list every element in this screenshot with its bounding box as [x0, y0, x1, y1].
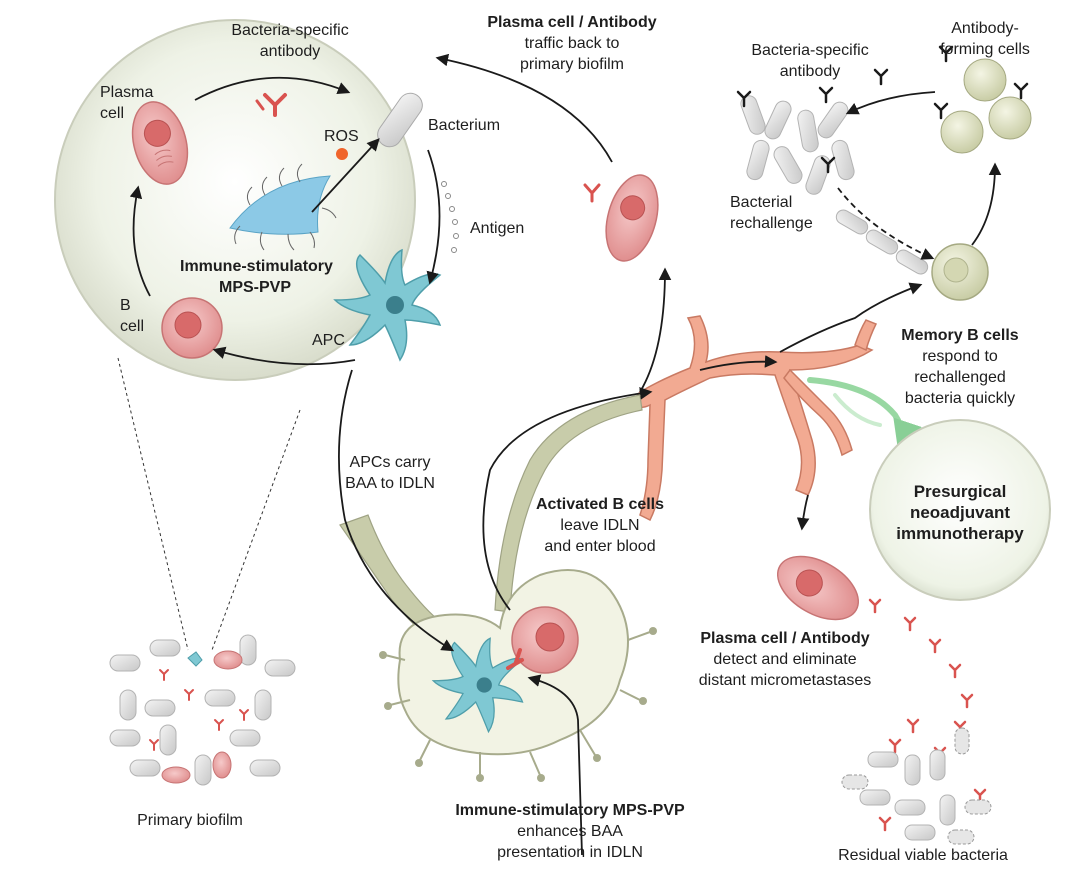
- plasma-cell-blood: [605, 174, 659, 262]
- mps-pvp-sheet: [229, 163, 337, 251]
- blood-vessel: [628, 315, 878, 522]
- plasma-cell-distant: [776, 555, 860, 621]
- apc-cell: [333, 248, 442, 362]
- dead-bacteria: [841, 727, 992, 845]
- label-antigen: Antigen: [470, 220, 525, 237]
- antibody-icon: [255, 93, 287, 117]
- label-primary-biofilm: Primary biofilm: [137, 812, 243, 829]
- ros-icon: [336, 148, 348, 160]
- label-activated-b-cells: Activated B cells leave IDLN and enter b…: [535, 496, 665, 555]
- b-cell-lymph-node: [511, 606, 579, 674]
- immune-cycle-circle: [54, 19, 416, 381]
- lymph-node: [379, 569, 657, 782]
- label-traffic-back: Plasma cell / Antibody traffic back to p…: [487, 14, 657, 73]
- antibody-forming-cells: [940, 58, 1032, 154]
- top-right-arrows: [845, 91, 1002, 246]
- memory-b-cell: [931, 243, 989, 301]
- synapse-icon: [506, 648, 524, 670]
- label-immune-stimulatory-center: Immune-stimulatory MPS-PVP: [180, 258, 333, 296]
- label-plasma-detect: Plasma cell / Antibody detect and elimin…: [698, 630, 872, 689]
- label-apcs-carry: APCs carry BAA to IDLN: [345, 454, 435, 492]
- b-cell-circle: [161, 297, 223, 359]
- primary-biofilm: [109, 634, 296, 786]
- antibody-cluster-top: [736, 45, 1029, 174]
- bacteria-cluster-top: [740, 95, 929, 275]
- label-b-cell: B cell: [120, 297, 145, 335]
- antigen-dots: [441, 181, 459, 253]
- label-bacterial-rechallenge: Bacterial rechallenge: [730, 194, 813, 232]
- label-bacteria-specific-antibody-right: Bacteria-specific antibody: [751, 42, 869, 80]
- cycle-arrows: [129, 76, 441, 366]
- biofilm-antibodies: [149, 669, 249, 751]
- flow-arrows: [338, 267, 923, 856]
- magnifier-lines: [117, 357, 301, 651]
- label-residual-viable: Residual viable bacteria: [838, 847, 1008, 864]
- green-arrow: [807, 377, 922, 451]
- presurgical-circle: [869, 419, 1051, 601]
- label-bacteria-specific-antibody-top: Bacteria-specific antibody: [231, 22, 349, 60]
- residual-bacteria: [859, 749, 956, 841]
- label-presurgical: Presurgical neoadjuvant immunotherapy: [896, 482, 1024, 543]
- traffic-back-arrow: [435, 53, 613, 163]
- label-bacterium: Bacterium: [428, 117, 501, 134]
- label-memory-b-cells: Memory B cells respond to rechallenged b…: [901, 327, 1019, 407]
- apc-lymph-node: [431, 637, 524, 734]
- biofilm-cells: [161, 650, 243, 784]
- label-ros: ROS: [324, 128, 359, 145]
- label-enhances-baa: Immune-stimulatory MPS-PVP enhances BAA …: [455, 802, 685, 861]
- antibody-icon: [583, 183, 601, 203]
- label-antibody-forming-cells: Antibody- forming cells: [940, 20, 1030, 58]
- lymphatic-vessel: [339, 394, 643, 641]
- bacterium-icon: [377, 92, 423, 148]
- rechallenge-arrow: [837, 187, 935, 260]
- label-apc: APC: [312, 332, 345, 349]
- label-plasma-cell-circle: Plasma cell: [100, 84, 154, 122]
- plasma-cell-circle: [131, 101, 189, 185]
